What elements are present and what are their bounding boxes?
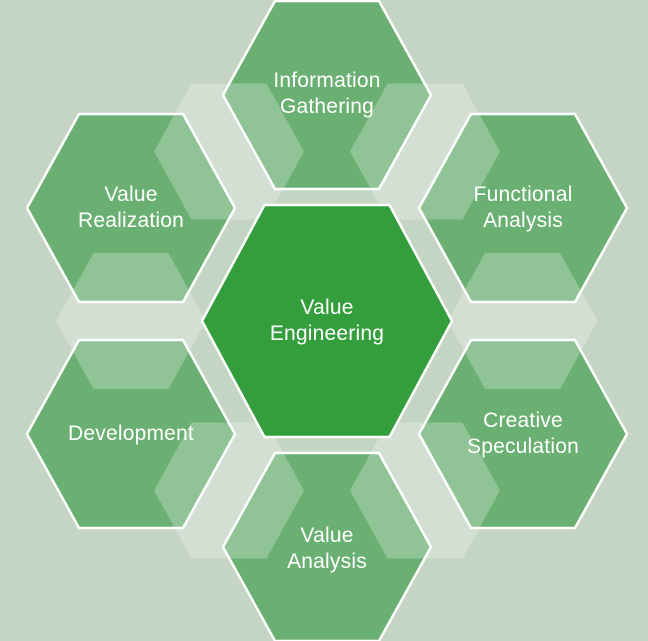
accent-hexagon-bottom-left (154, 422, 304, 559)
accent-hexagon-left (56, 253, 206, 389)
hexagon-functional-analysis (417, 112, 629, 304)
accent-hexagon-top-right (350, 83, 500, 220)
accent-hexagon-top-left (154, 83, 304, 220)
accent-hexagon-bottom-right (350, 422, 500, 559)
hexagon-creative-speculation (417, 338, 629, 530)
hexagon-value-engineering (200, 203, 454, 439)
accent-hexagon-right (447, 253, 598, 389)
hexagon-value-realization (25, 112, 237, 304)
hexagon-development (25, 338, 237, 530)
hexagon-information-gathering (221, 0, 433, 191)
hexagon-value-analysis (221, 451, 433, 641)
